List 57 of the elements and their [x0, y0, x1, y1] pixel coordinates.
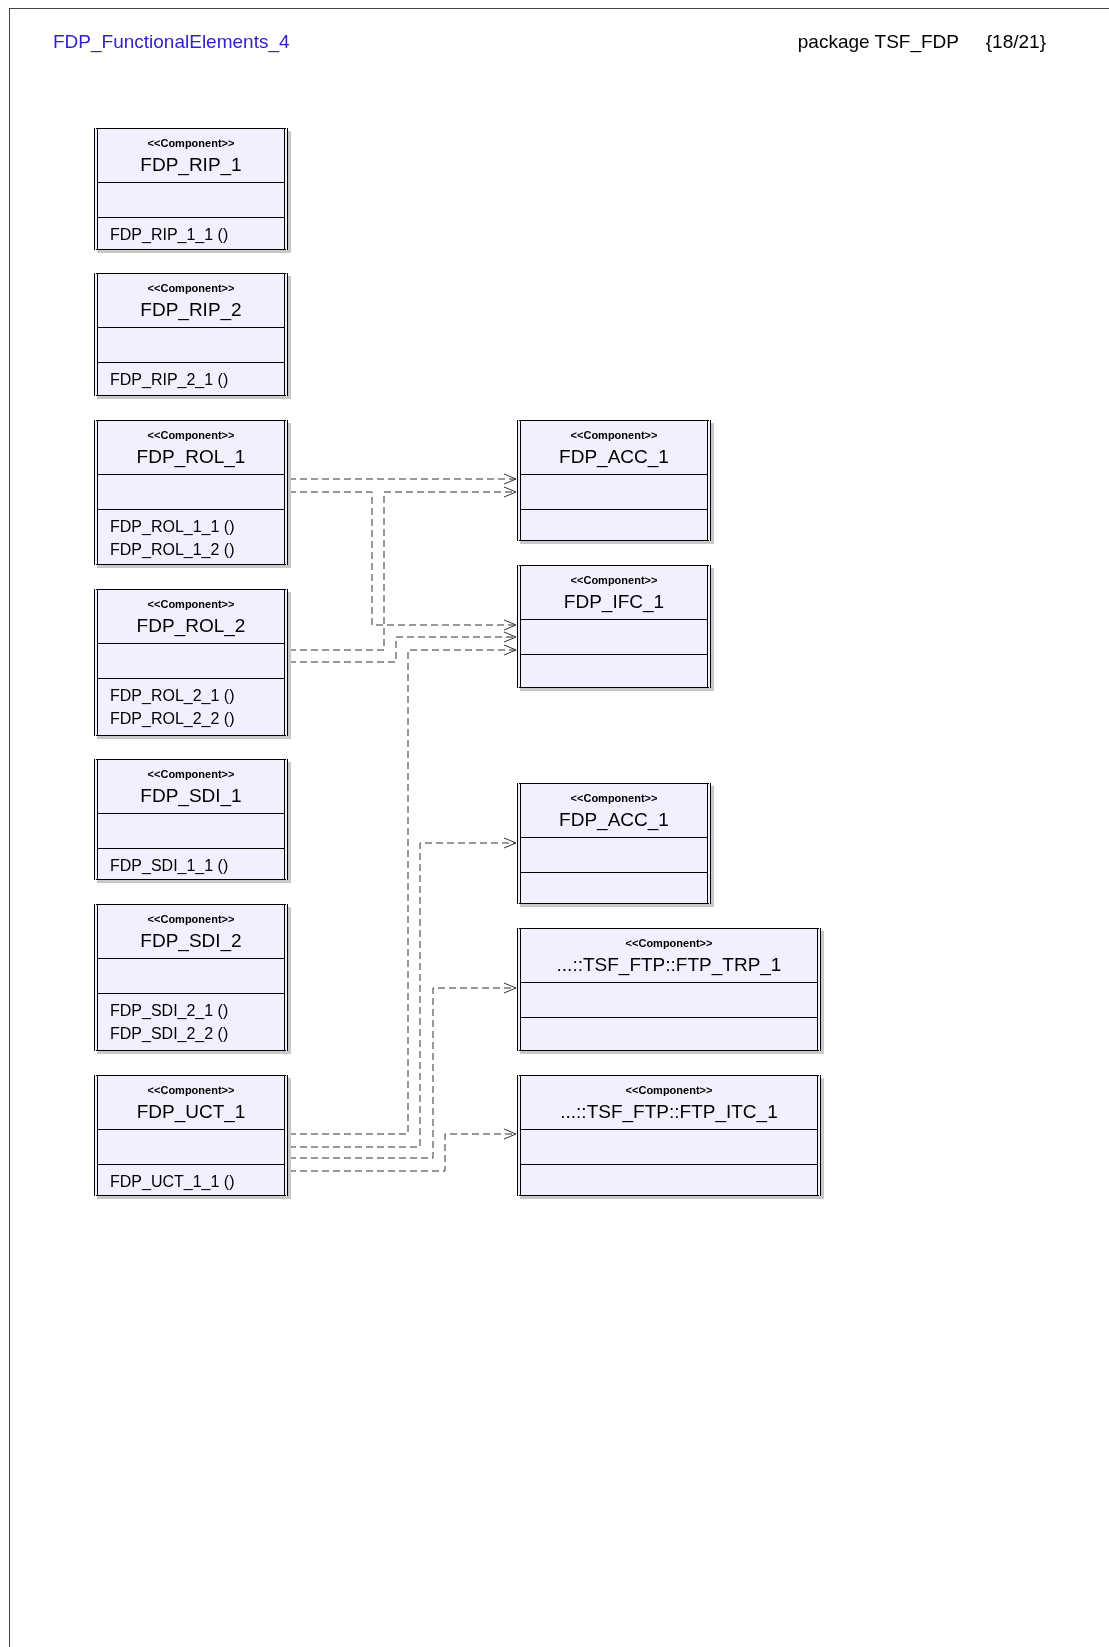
stereotype-label: <<Component>>: [625, 937, 713, 949]
operation-label: FDP_RIP_2_1 (): [110, 370, 229, 390]
stereotype-label: <<Component>>: [625, 1084, 713, 1096]
component-box: [517, 1075, 821, 1196]
component-box: [94, 589, 288, 736]
operation-label: FDP_SDI_2_1 (): [110, 1001, 229, 1021]
component-box: [517, 420, 711, 541]
component-box: [94, 420, 288, 565]
dependency-arrow: [288, 1128, 517, 1172]
component-box: [517, 928, 821, 1051]
stereotype-label: <<Component>>: [147, 913, 235, 925]
operation-label: FDP_ROL_1_1 (): [110, 517, 235, 537]
component-box: [94, 128, 288, 250]
dependency-arrow: [288, 644, 517, 1135]
component-name: FDP_IFC_1: [563, 591, 665, 613]
page-number: {18/21}: [985, 31, 1046, 53]
stereotype-label: <<Component>>: [147, 1084, 235, 1096]
component-name: FDP_ACC_1: [559, 809, 669, 831]
stereotype-label: <<Component>>: [147, 282, 235, 294]
operation-label: FDP_RIP_1_1 (): [110, 225, 229, 245]
stereotype-label: <<Component>>: [147, 598, 235, 610]
component-name: FDP_RIP_1: [140, 154, 242, 176]
component-name: FDP_UCT_1: [136, 1101, 246, 1123]
stereotype-label: <<Component>>: [147, 768, 235, 780]
stereotype-label: <<Component>>: [147, 137, 235, 149]
component-name: FDP_SDI_2: [140, 930, 242, 952]
dependency-arrow: [288, 837, 517, 1148]
component-box: [94, 273, 288, 396]
component-box: [517, 783, 711, 904]
component-name: FDP_ROL_2: [136, 615, 246, 637]
stereotype-label: <<Component>>: [570, 792, 658, 804]
package-label: package TSF_FDP: [797, 31, 959, 53]
dependency-arrow: [288, 631, 517, 663]
component-box: [94, 1075, 288, 1196]
dependency-arrow: [288, 982, 517, 1159]
component-name: FDP_ROL_1: [136, 446, 246, 468]
component-name: FDP_SDI_1: [140, 785, 242, 807]
operation-label: FDP_SDI_2_2 (): [110, 1024, 229, 1044]
component-box: [94, 759, 288, 880]
dependency-arrow: [288, 491, 517, 631]
stereotype-label: <<Component>>: [147, 429, 235, 441]
component-name: ...::TSF_FTP::FTP_TRP_1: [556, 954, 782, 976]
operation-label: FDP_SDI_1_1 (): [110, 856, 229, 876]
stereotype-label: <<Component>>: [570, 574, 658, 586]
component-box: [94, 904, 288, 1051]
dependency-arrow: [288, 486, 517, 651]
operation-label: FDP_ROL_2_2 (): [110, 709, 235, 729]
component-box: [517, 565, 711, 688]
component-name: FDP_RIP_2: [140, 299, 242, 321]
component-name: FDP_ACC_1: [559, 446, 669, 468]
operation-label: FDP_ROL_2_1 (): [110, 686, 235, 706]
diagram-title: FDP_FunctionalElements_4: [53, 31, 290, 53]
operation-label: FDP_ROL_1_2 (): [110, 540, 235, 560]
dependency-arrow: [288, 473, 517, 485]
operation-label: FDP_UCT_1_1 (): [110, 1172, 235, 1192]
stereotype-label: <<Component>>: [570, 429, 658, 441]
component-name: ...::TSF_FTP::FTP_ITC_1: [560, 1101, 778, 1123]
